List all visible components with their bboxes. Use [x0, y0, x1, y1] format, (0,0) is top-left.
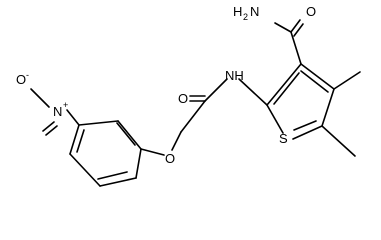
nitro-n-label: N: [53, 104, 62, 119]
phenyl-bond-5-inner: [97, 171, 128, 180]
nh-carbonyl-bond: [204, 78, 228, 102]
amide-c3-bond: [290, 31, 302, 65]
carbonyl-ch2-bond: [180, 100, 206, 133]
ring-c3-c4-inner: [300, 70, 329, 93]
nitro-o-bond-2: [45, 125, 58, 136]
bonds: [30, 19, 361, 187]
ring-c5-s-inner: [293, 120, 317, 131]
carbonyl-o-label: O: [178, 91, 188, 106]
phenyl-bond-4: [69, 153, 101, 187]
amide-o-label: O: [306, 4, 316, 19]
phenyl-nitro-bond: [66, 109, 80, 126]
phenyl-bond-3: [69, 124, 80, 155]
phenyl-bond-6: [135, 148, 142, 179]
methyl-c5: [321, 125, 356, 157]
phenyl-bond-1: [117, 120, 142, 150]
ring-s-label: S: [279, 131, 288, 146]
ring-c3-c4: [300, 63, 335, 90]
nitro-o-bond-1: [42, 121, 55, 132]
nitro-o-label: O: [16, 72, 26, 87]
amide-n-bond: [274, 22, 292, 33]
nitro-o-single-bond: [30, 88, 50, 108]
amide-h-subscript: 2: [243, 12, 248, 22]
amide-co-bond-1: [290, 19, 301, 33]
nitro-n-charge: +: [63, 100, 68, 110]
methyl-c4: [333, 71, 361, 90]
phenyl-bond-2: [78, 120, 119, 126]
phenyl-bond-1-inner: [116, 122, 136, 146]
nitro-o-charge: -: [26, 70, 29, 80]
o-phenyl-bond: [140, 148, 165, 156]
ring-c2-c3: [266, 63, 302, 106]
c2-nh-bond: [238, 78, 268, 106]
ring-c2-c3-inner: [273, 72, 300, 105]
phenyl-bond-5: [99, 177, 137, 187]
molecule-structure: H 2 N O NH O S O N + O -: [16, 4, 361, 187]
nh-label: NH: [225, 68, 244, 83]
phenyl-bond-3-inner: [76, 129, 85, 153]
ring-s-c2: [266, 104, 284, 134]
ch2-o-bond: [171, 131, 182, 151]
amide-n-label: N: [250, 4, 259, 19]
amide-co-bond-2: [293, 23, 304, 37]
ether-o-label: O: [165, 151, 175, 166]
ring-c4-c5: [321, 88, 335, 127]
amide-h-label: H: [233, 4, 242, 19]
ring-c5-s: [292, 125, 323, 140]
atom-labels: H 2 N O NH O S O N + O -: [16, 4, 316, 166]
